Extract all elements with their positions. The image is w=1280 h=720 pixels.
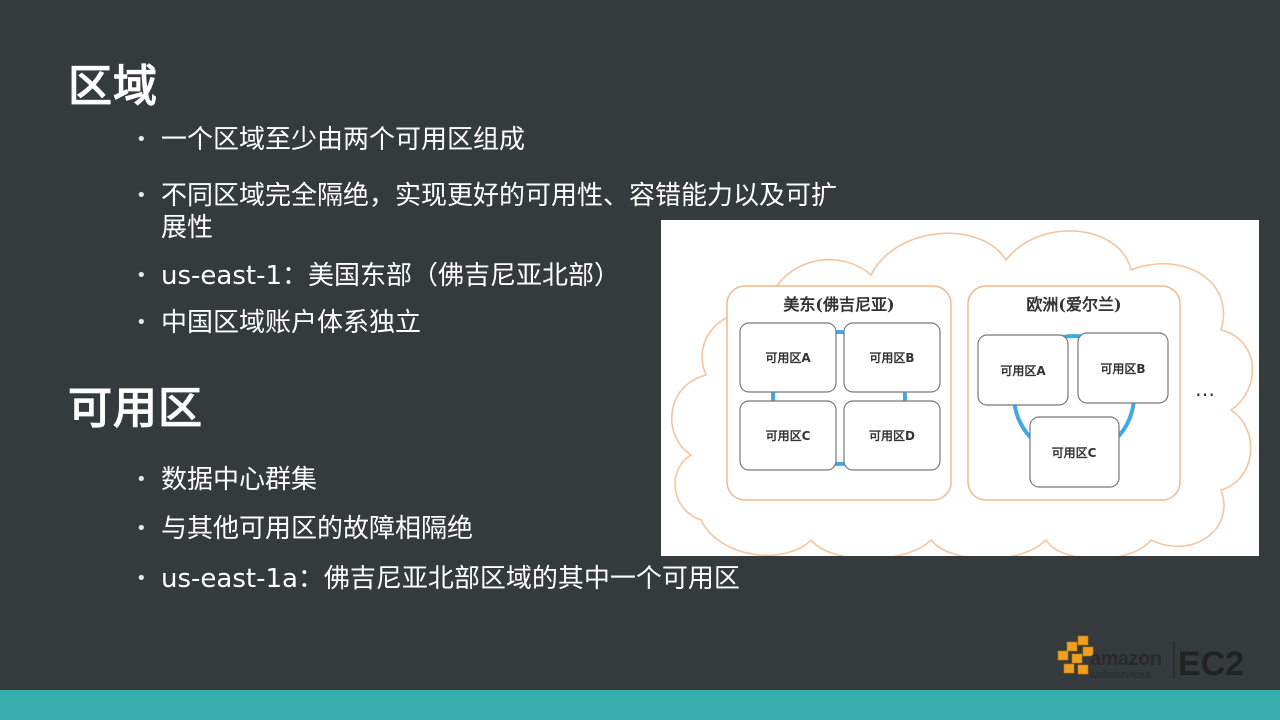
bullet-item: 一个区域至少由两个可用区组成 [136,124,525,156]
az-ring-us [771,330,907,466]
az-label: 可用区C [1052,446,1097,460]
more-regions-ellipsis: … [1195,377,1215,401]
az-box [977,334,1069,406]
logo-amazon-text: amazon [1090,648,1161,670]
footer-accent-bar [0,690,1280,720]
az-box [843,322,941,393]
aws-logo-svg: amazon webservices EC2 [1057,635,1244,683]
az-box [843,400,941,471]
bullet-item: 数据中心群集 [136,464,317,496]
bullet-item: 中国区域账户体系独立 [136,307,421,339]
az-box [739,400,837,471]
region-az-diagram: 美东(佛吉尼亚) 可用区A 可用区B 可用区C 可用区D 欧洲(爱尔兰) 可用区… [661,220,1259,556]
region-eu-label: 欧洲(爱尔兰) [1026,295,1121,314]
az-box [1077,332,1169,404]
bullet-item: us-east-1：美国东部（佛吉尼亚北部） [136,260,620,292]
bullet-item: us-east-1a：佛吉尼亚北部区域的其中一个可用区 [136,563,740,595]
az-box [1029,416,1120,488]
az-label: 可用区B [869,351,914,365]
bullet-item: 与其他可用区的故障相隔绝 [136,513,473,545]
section-title-availability-zones: 可用区 [68,383,203,434]
cloud-outline [670,230,1253,556]
region-us-label: 美东(佛吉尼亚) [783,295,894,314]
section-title-regions: 区域 [68,61,158,112]
diagram-svg: 美东(佛吉尼亚) 可用区A 可用区B 可用区C 可用区D 欧洲(爱尔兰) 可用区… [670,230,1253,556]
az-label: 可用区C [766,429,811,443]
bullet-item: 不同区域完全隔绝，实现更好的可用性、容错能力以及可扩展性 [136,180,861,244]
az-label: 可用区A [765,351,811,365]
az-label: 可用区B [1100,362,1145,376]
az-label: 可用区D [869,429,915,443]
aws-cubes-icon [1057,635,1094,675]
logo-webservices-text: webservices [1089,669,1151,681]
az-box [739,322,837,393]
aws-ec2-logo: amazon webservices EC2 [1056,634,1260,684]
logo-ec2-text: EC2 [1178,645,1244,683]
az-label: 可用区A [1000,364,1046,378]
